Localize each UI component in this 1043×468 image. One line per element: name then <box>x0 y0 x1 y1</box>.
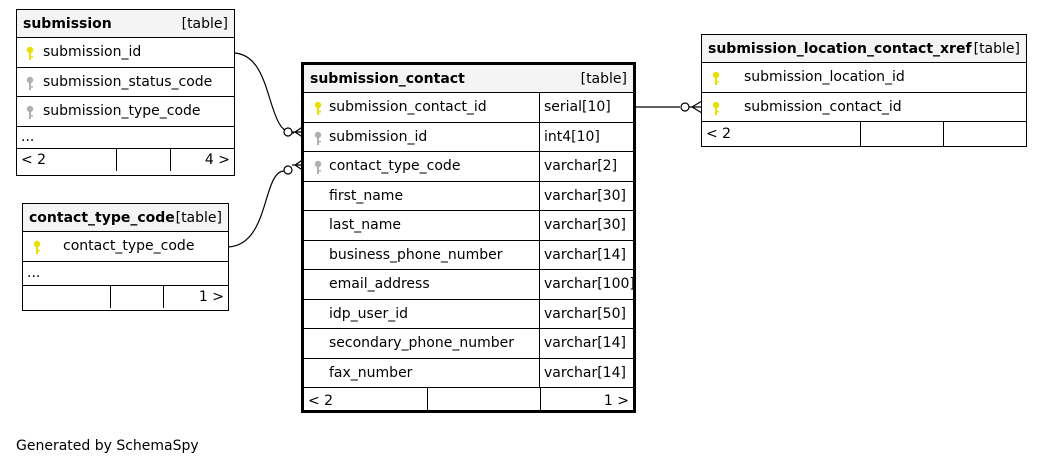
primary-key-icon <box>314 101 322 115</box>
column-name: submission_id <box>329 128 428 145</box>
children-count[interactable]: 1 > <box>198 288 224 305</box>
column-row[interactable]: submission_contact_id <box>702 93 1026 122</box>
column-row[interactable]: business_phone_number varchar[14] <box>304 240 633 270</box>
column-row[interactable]: submission_status_code <box>17 68 234 97</box>
column-row[interactable]: idp_user_id varchar[50] <box>304 299 633 329</box>
column-type: varchar[14] <box>539 329 633 358</box>
primary-key-icon <box>33 240 41 254</box>
link-submission-to-contact <box>233 52 295 134</box>
link-contact-type-optional-circle <box>283 165 293 175</box>
primary-key-icon <box>26 46 34 60</box>
children-count[interactable]: 4 > <box>204 151 230 168</box>
foreign-key-icon <box>26 76 34 90</box>
footer-middle-cell <box>428 388 541 413</box>
more-columns-row: ... <box>17 127 234 149</box>
table-submission-location-contact-xref[interactable]: submission_location_contact_xref [table]… <box>701 34 1027 147</box>
column-type: serial[10] <box>539 93 633 122</box>
table-contact-type-code[interactable]: contact_type_code [table] contact_type_c… <box>22 203 229 311</box>
more-columns-row: ... <box>23 262 228 286</box>
column-row[interactable]: submission_id int4[10] <box>304 122 633 152</box>
primary-key-icon <box>712 101 720 115</box>
column-type: varchar[30] <box>539 211 633 240</box>
column-name: submission_contact_id <box>329 99 487 116</box>
column-type: int4[10] <box>539 122 633 151</box>
footer-middle-cell <box>117 148 171 171</box>
parents-count[interactable] <box>23 285 111 308</box>
link-xref-optional-circle <box>680 102 690 112</box>
column-type: varchar[30] <box>539 181 633 210</box>
link-contact-type-to-contact <box>227 170 285 248</box>
table-name: contact_type_code <box>29 209 175 226</box>
table-name: submission <box>23 15 112 32</box>
column-row[interactable]: last_name varchar[30] <box>304 211 633 241</box>
column-name: submission_id <box>43 44 142 61</box>
table-type-label: [table] <box>973 40 1020 57</box>
column-type: varchar[2] <box>539 152 633 181</box>
column-name: email_address <box>329 276 430 293</box>
table-submission[interactable]: submission [table] submission_id submiss… <box>16 9 235 176</box>
link-submission-optional-circle <box>283 127 293 137</box>
table-type-label: [table] <box>175 209 222 226</box>
table-type-label: [table] <box>580 70 627 87</box>
column-name: first_name <box>329 187 404 204</box>
table-header: contact_type_code [table] <box>23 204 228 232</box>
column-row[interactable]: contact_type_code varchar[2] <box>304 152 633 182</box>
column-name: submission_type_code <box>43 103 201 120</box>
table-type-label: [table] <box>181 15 228 32</box>
column-row[interactable]: email_address varchar[100] <box>304 270 635 300</box>
table-name: submission_location_contact_xref <box>708 40 972 57</box>
column-name: submission_status_code <box>43 73 213 90</box>
column-row[interactable]: secondary_phone_number varchar[14] <box>304 329 633 359</box>
column-name: idp_user_id <box>329 305 408 322</box>
table-footer: 1 > <box>23 285 228 308</box>
column-type: varchar[14] <box>539 358 633 387</box>
parents-count[interactable]: < 2 <box>702 122 861 146</box>
column-type: varchar[50] <box>539 299 633 328</box>
table-header: submission [table] <box>17 10 234 38</box>
table-footer: < 2 4 > <box>17 148 234 171</box>
foreign-key-icon <box>314 131 322 145</box>
link-xref-crowfoot <box>689 100 703 114</box>
table-footer: < 2 <box>702 122 1026 146</box>
column-row[interactable]: submission_location_id <box>702 63 1026 93</box>
footer-middle-cell <box>111 285 164 308</box>
column-row[interactable]: submission_contact_id serial[10] <box>304 93 633 123</box>
children-count[interactable]: 1 > <box>603 392 629 409</box>
column-type: varchar[100] <box>539 270 635 299</box>
column-name: submission_location_id <box>744 69 905 86</box>
parents-count[interactable]: < 2 <box>17 148 117 171</box>
footer-middle-cell <box>861 122 944 146</box>
column-type: varchar[14] <box>539 240 633 269</box>
generated-by-note: Generated by SchemaSpy <box>16 438 199 454</box>
foreign-key-icon <box>314 160 322 174</box>
column-name: contact_type_code <box>329 158 461 175</box>
column-row[interactable]: contact_type_code <box>23 232 228 262</box>
column-row[interactable]: submission_type_code <box>17 97 234 127</box>
more-columns-ellipsis: ... <box>27 265 41 281</box>
table-name: submission_contact <box>310 70 465 87</box>
column-row[interactable]: first_name varchar[30] <box>304 181 633 211</box>
table-header: submission_contact [table] <box>304 65 633 93</box>
parents-count[interactable]: < 2 <box>304 388 428 413</box>
more-columns-ellipsis: ... <box>21 129 35 145</box>
column-name: contact_type_code <box>63 238 195 255</box>
foreign-key-icon <box>26 105 34 119</box>
table-submission-contact[interactable]: submission_contact [table] submission_co… <box>301 62 636 413</box>
column-name: business_phone_number <box>329 246 503 263</box>
column-name: submission_contact_id <box>744 98 902 115</box>
table-header: submission_location_contact_xref [table] <box>702 35 1026 63</box>
table-footer: < 2 1 > <box>304 388 633 413</box>
column-row[interactable]: fax_number varchar[14] <box>304 358 633 388</box>
column-name: fax_number <box>329 364 413 381</box>
column-name: secondary_phone_number <box>329 335 515 352</box>
children-count[interactable] <box>944 122 1026 146</box>
column-name: last_name <box>329 217 401 234</box>
primary-key-icon <box>712 71 720 85</box>
column-row[interactable]: submission_id <box>17 38 234 68</box>
